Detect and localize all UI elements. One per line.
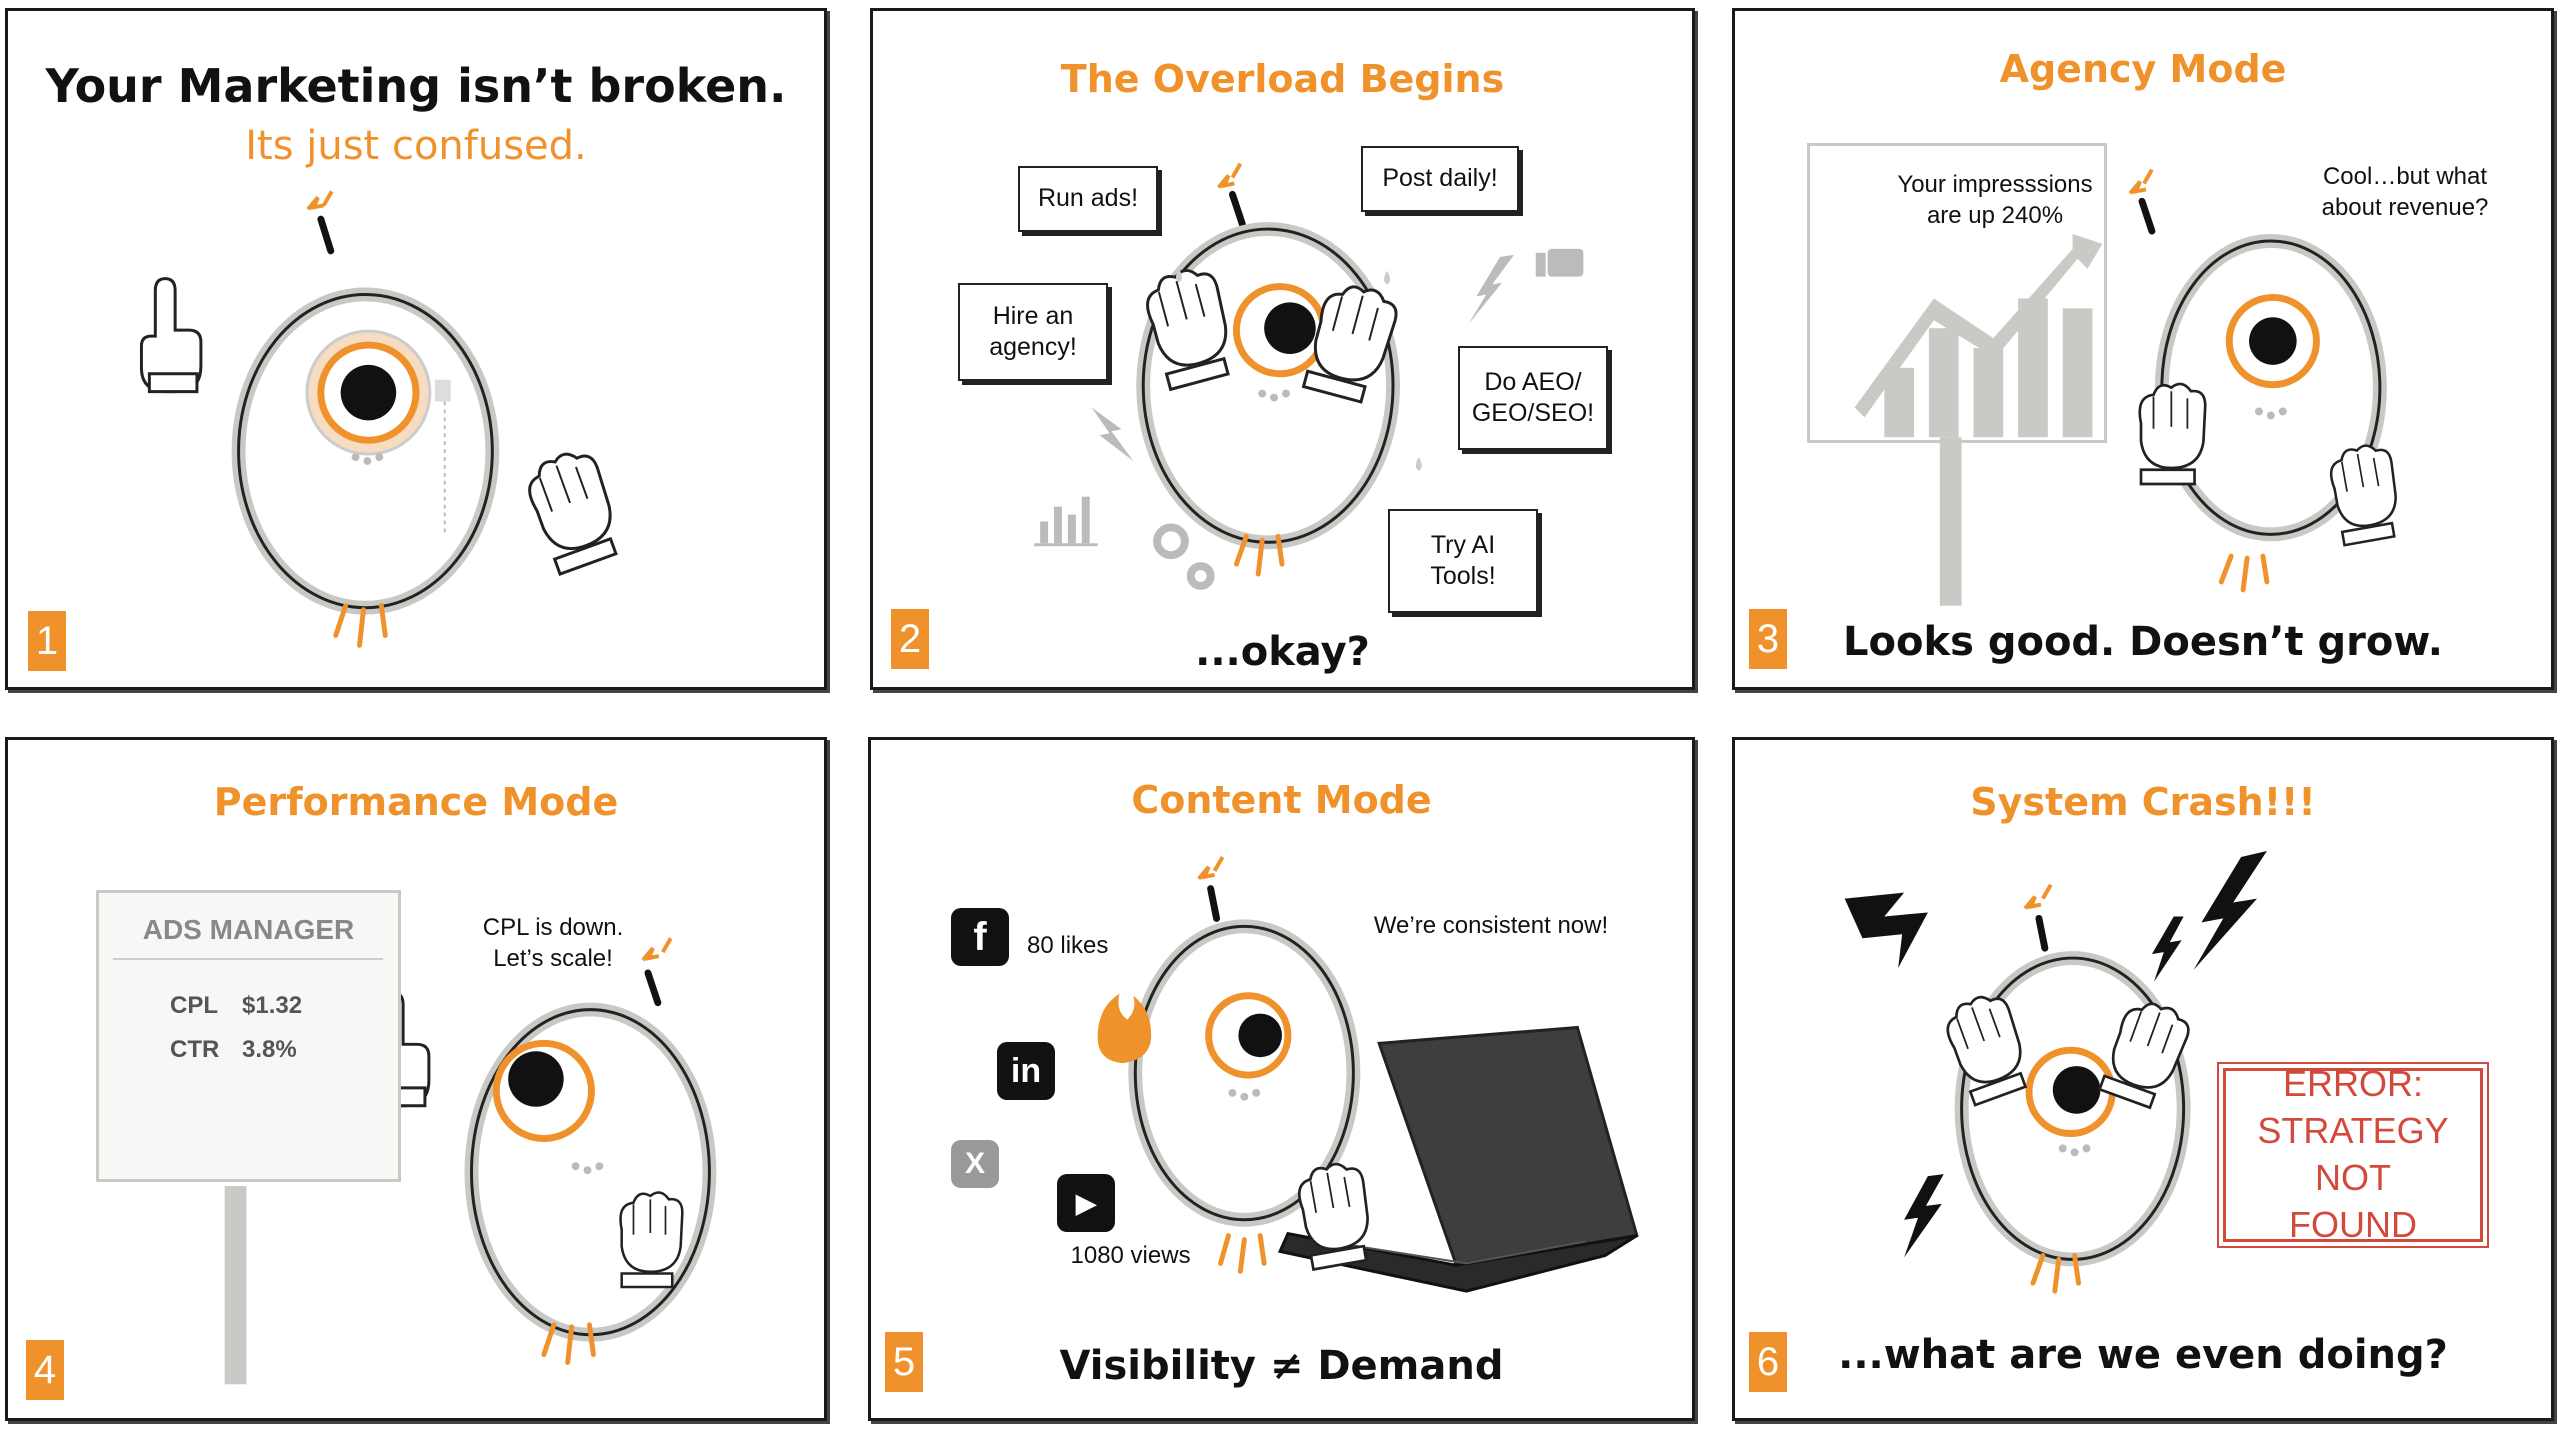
panel-2-caption: ...okay? — [1195, 629, 1370, 675]
speech-text: CPL is down. Let’s scale! — [482, 914, 624, 973]
youtube-stat: 1080 views — [1070, 1242, 1191, 1269]
panel-1-illustration — [139, 190, 629, 648]
chart-board — [1807, 143, 2107, 443]
panel-5-caption: Visibility ≠ Demand — [1059, 1343, 1504, 1389]
bolt-icon — [2151, 916, 2184, 982]
panel-number: 3 — [1749, 609, 1787, 669]
open-hand-icon — [519, 443, 629, 577]
panel-4: ADS MANAGER CPL $1.32 CTR 3.8% Performan… — [5, 737, 827, 1421]
panel-6: System Crash!!! ERROR: STRATEGY NOT FOUN… — [1732, 737, 2554, 1421]
speech-bubble: Try AI Tools! — [1388, 509, 1538, 613]
speech-bubble: Run ads! — [1018, 166, 1158, 232]
bar-chart-icon — [1034, 496, 1098, 547]
panel-number: 5 — [885, 1332, 923, 1392]
panel-1: Your Marketing isn’t broken. Its just co… — [5, 8, 827, 690]
bolt-icon — [2193, 851, 2267, 970]
panel-4-illustration — [175, 937, 717, 1385]
board-divider — [113, 958, 383, 960]
metric-value: $1.32 — [242, 992, 303, 1019]
thumbs-up-icon — [1535, 248, 1584, 277]
bolt-icon — [1468, 254, 1514, 325]
metric-label: CTR — [170, 1036, 220, 1063]
panel-4-title: Performance Mode — [213, 780, 619, 824]
panel-3: Agency Mode Your impresssions are up 240… — [1732, 8, 2554, 690]
facebook-icon: f — [951, 908, 1009, 966]
right-hand-icon — [619, 1191, 684, 1289]
bolt-icon — [1844, 892, 1928, 968]
panel-2: The Overload Begins Run ads! Post daily!… — [870, 8, 1695, 690]
panel-1-title: Your Marketing isn’t broken. — [45, 59, 787, 113]
panel-6-caption: ...what are we even doing? — [1838, 1332, 2448, 1378]
facebook-stat: 80 likes — [1027, 932, 1109, 959]
youtube-icon: ▶ — [1057, 1174, 1115, 1232]
gear-icon — [1153, 523, 1215, 590]
fire-icon — [1097, 993, 1152, 1064]
metric-label: CPL — [170, 992, 218, 1019]
speech-bubble: Do AEO/ GEO/SEO! — [1458, 346, 1608, 450]
bolt-icon — [1091, 407, 1134, 462]
bolt-icon — [1904, 1174, 1944, 1258]
panel-3-illustration — [1854, 168, 2406, 606]
panel-5-title: Content Mode — [1131, 778, 1432, 822]
panel-1-subtitle: Its just confused. — [245, 123, 587, 169]
speech-bubble: Post daily! — [1361, 146, 1519, 212]
panel-number: 6 — [1749, 1332, 1787, 1392]
speech-bubble: Hire an agency! — [958, 283, 1108, 381]
board-text: Your impresssions are up 240% — [1897, 171, 2093, 230]
linkedin-icon: in — [997, 1042, 1055, 1100]
pointing-hand-icon — [139, 277, 203, 394]
ads-manager-board — [96, 890, 401, 1182]
board-heading: ADS MANAGER — [142, 914, 355, 945]
growth-chart-icon — [1854, 234, 2103, 438]
x-icon: X — [951, 1140, 999, 1188]
panel-5-illustration — [1097, 855, 1639, 1293]
speech-text: Cool…but what about revenue? — [2321, 163, 2489, 222]
panel-number: 2 — [891, 609, 929, 669]
metric-value: 3.8% — [242, 1036, 297, 1063]
panel-6-title: System Crash!!! — [1970, 780, 2316, 824]
panel-3-caption: Looks good. Doesn’t grow. — [1843, 619, 2443, 665]
panel-6-illustration — [1844, 851, 2267, 1294]
panel-5: Content Mode f 80 likes in X ▶ 1080 view… — [868, 737, 1695, 1421]
left-hand-icon — [2138, 382, 2207, 486]
panel-number: 1 — [28, 611, 66, 671]
panel-2-title: The Overload Begins — [1060, 57, 1505, 101]
error-box: ERROR: STRATEGY NOT FOUND — [2217, 1062, 2489, 1248]
panel-number: 4 — [26, 1340, 64, 1400]
panel-3-title: Agency Mode — [1999, 47, 2287, 91]
panel-2-illustration — [1034, 162, 1584, 590]
antenna-icon — [306, 190, 335, 255]
speech-text: We’re consistent now! — [1373, 912, 1609, 939]
